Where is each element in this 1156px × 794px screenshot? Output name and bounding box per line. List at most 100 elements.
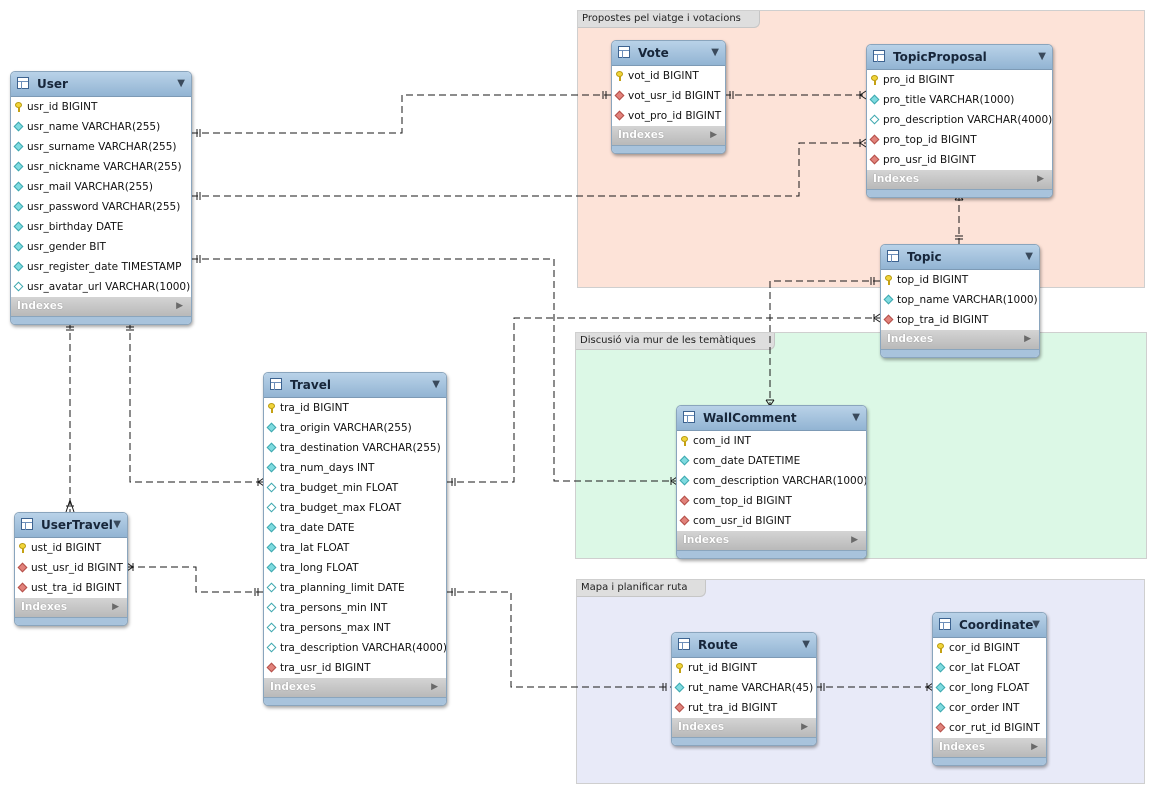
column-row[interactable]: pro_description VARCHAR(4000) — [867, 110, 1052, 130]
column-row[interactable]: tra_num_days INT — [264, 458, 446, 478]
column-row[interactable]: tra_persons_min INT — [264, 598, 446, 618]
column-row[interactable]: tra_budget_min FLOAT — [264, 478, 446, 498]
column-row[interactable]: usr_name VARCHAR(255) — [11, 117, 191, 137]
column-row[interactable]: rut_name VARCHAR(45) — [672, 678, 816, 698]
expand-arrow-icon[interactable]: ▶ — [801, 722, 808, 732]
column-row[interactable]: com_id INT — [677, 431, 866, 451]
column-row[interactable]: rut_tra_id BIGINT — [672, 698, 816, 718]
table-header[interactable]: User▼ — [11, 72, 191, 97]
column-row[interactable]: pro_id BIGINT — [867, 70, 1052, 90]
column-row[interactable]: tra_long FLOAT — [264, 558, 446, 578]
expand-arrow-icon[interactable]: ▶ — [710, 130, 717, 140]
column-row[interactable]: com_top_id BIGINT — [677, 491, 866, 511]
column-row[interactable]: usr_birthday DATE — [11, 217, 191, 237]
column-row[interactable]: tra_origin VARCHAR(255) — [264, 418, 446, 438]
column-row[interactable]: top_tra_id BIGINT — [881, 310, 1039, 330]
column-row[interactable]: com_date DATETIME — [677, 451, 866, 471]
column-row[interactable]: usr_nickname VARCHAR(255) — [11, 157, 191, 177]
collapse-caret-icon[interactable]: ▼ — [802, 639, 810, 650]
column-row[interactable]: top_id BIGINT — [881, 270, 1039, 290]
column-row[interactable]: ust_id BIGINT — [15, 538, 127, 558]
table-header[interactable]: Coordinate▼ — [933, 613, 1046, 638]
indexes-section[interactable]: Indexes▶ — [881, 330, 1039, 349]
column-row[interactable]: tra_persons_max INT — [264, 618, 446, 638]
table-header[interactable]: Route▼ — [672, 633, 816, 658]
column-row[interactable]: pro_top_id BIGINT — [867, 130, 1052, 150]
column-row[interactable]: usr_gender BIT — [11, 237, 191, 257]
indexes-section[interactable]: Indexes▶ — [677, 531, 866, 550]
collapse-caret-icon[interactable]: ▼ — [1038, 51, 1046, 62]
column-row[interactable]: com_usr_id BIGINT — [677, 511, 866, 531]
column-row[interactable]: tra_usr_id BIGINT — [264, 658, 446, 678]
column-row[interactable]: cor_rut_id BIGINT — [933, 718, 1046, 738]
column-row[interactable]: tra_budget_max FLOAT — [264, 498, 446, 518]
table-icon — [270, 378, 282, 390]
indexes-section[interactable]: Indexes▶ — [672, 718, 816, 737]
column-row[interactable]: tra_date DATE — [264, 518, 446, 538]
column-row[interactable]: tra_destination VARCHAR(255) — [264, 438, 446, 458]
table-header[interactable]: Vote▼ — [612, 41, 725, 66]
column-row[interactable]: usr_surname VARCHAR(255) — [11, 137, 191, 157]
column-row[interactable]: com_description VARCHAR(1000) — [677, 471, 866, 491]
indexes-section[interactable]: Indexes▶ — [612, 126, 725, 145]
column-row[interactable]: usr_register_date TIMESTAMP — [11, 257, 191, 277]
table-header[interactable]: WallComment▼ — [677, 406, 866, 431]
collapse-caret-icon[interactable]: ▼ — [711, 47, 719, 58]
column-row[interactable]: ust_tra_id BIGINT — [15, 578, 127, 598]
indexes-section[interactable]: Indexes▶ — [11, 297, 191, 316]
column-row[interactable]: vot_usr_id BIGINT — [612, 86, 725, 106]
table-header[interactable]: TopicProposal▼ — [867, 45, 1052, 70]
red-diamond-icon — [266, 662, 277, 673]
column-row[interactable]: tra_planning_limit DATE — [264, 578, 446, 598]
column-row[interactable]: usr_mail VARCHAR(255) — [11, 177, 191, 197]
column-row[interactable]: cor_lat FLOAT — [933, 658, 1046, 678]
column-row[interactable]: vot_id BIGINT — [612, 66, 725, 86]
indexes-section[interactable]: Indexes▶ — [867, 170, 1052, 189]
collapse-caret-icon[interactable]: ▼ — [432, 379, 440, 390]
expand-arrow-icon[interactable]: ▶ — [1037, 174, 1044, 184]
collapse-caret-icon[interactable]: ▼ — [177, 78, 185, 89]
indexes-section[interactable]: Indexes▶ — [933, 738, 1046, 757]
column-row[interactable]: pro_usr_id BIGINT — [867, 150, 1052, 170]
indexes-section[interactable]: Indexes▶ — [264, 678, 446, 697]
column-row[interactable]: pro_title VARCHAR(1000) — [867, 90, 1052, 110]
expand-arrow-icon[interactable]: ▶ — [112, 602, 119, 612]
column-row[interactable]: tra_id BIGINT — [264, 398, 446, 418]
collapse-caret-icon[interactable]: ▼ — [113, 519, 121, 530]
column-row[interactable]: cor_order INT — [933, 698, 1046, 718]
column-row[interactable]: ust_usr_id BIGINT — [15, 558, 127, 578]
indexes-section[interactable]: Indexes▶ — [15, 598, 127, 617]
column-row[interactable]: cor_id BIGINT — [933, 638, 1046, 658]
column-row[interactable]: tra_lat FLOAT — [264, 538, 446, 558]
column-row[interactable]: top_name VARCHAR(1000) — [881, 290, 1039, 310]
expand-arrow-icon[interactable]: ▶ — [1031, 742, 1038, 752]
column-text: usr_nickname VARCHAR(255) — [27, 161, 182, 173]
collapse-caret-icon[interactable]: ▼ — [852, 412, 860, 423]
column-row[interactable]: tra_description VARCHAR(4000) — [264, 638, 446, 658]
column-row[interactable]: vot_pro_id BIGINT — [612, 106, 725, 126]
column-row[interactable]: rut_id BIGINT — [672, 658, 816, 678]
column-row[interactable]: usr_password VARCHAR(255) — [11, 197, 191, 217]
column-row[interactable]: cor_long FLOAT — [933, 678, 1046, 698]
expand-arrow-icon[interactable]: ▶ — [431, 682, 438, 692]
column-text: usr_birthday DATE — [27, 221, 124, 233]
table-header[interactable]: UserTravel▼ — [15, 513, 127, 538]
collapse-caret-icon[interactable]: ▼ — [1025, 251, 1033, 262]
column-row[interactable]: usr_id BIGINT — [11, 97, 191, 117]
expand-arrow-icon[interactable]: ▶ — [851, 535, 858, 545]
column-row[interactable]: usr_avatar_url VARCHAR(1000) — [11, 277, 191, 297]
expand-arrow-icon[interactable]: ▶ — [1024, 334, 1031, 344]
table-header[interactable]: Topic▼ — [881, 245, 1039, 270]
table-header[interactable]: Travel▼ — [264, 373, 446, 398]
expand-arrow-icon[interactable]: ▶ — [176, 301, 183, 311]
collapse-caret-icon[interactable]: ▼ — [1032, 619, 1040, 630]
